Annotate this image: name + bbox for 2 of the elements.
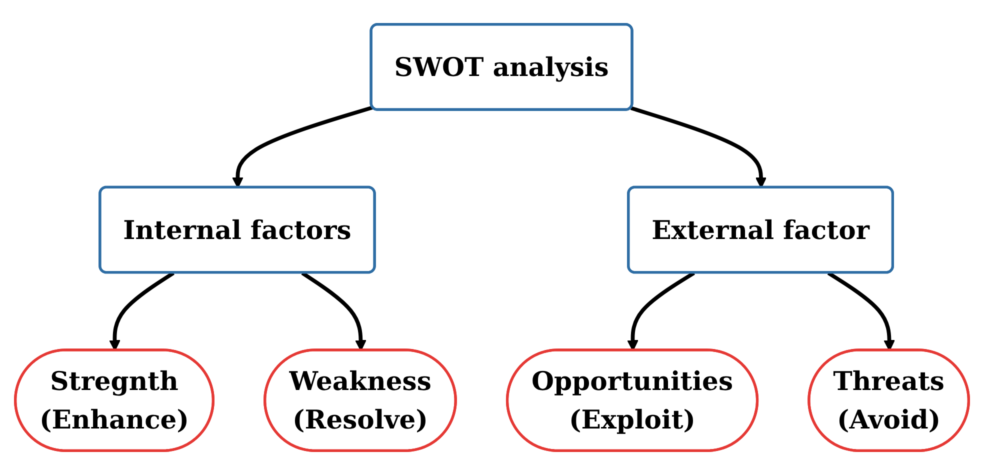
arrow <box>630 106 767 188</box>
arrow <box>232 106 374 188</box>
